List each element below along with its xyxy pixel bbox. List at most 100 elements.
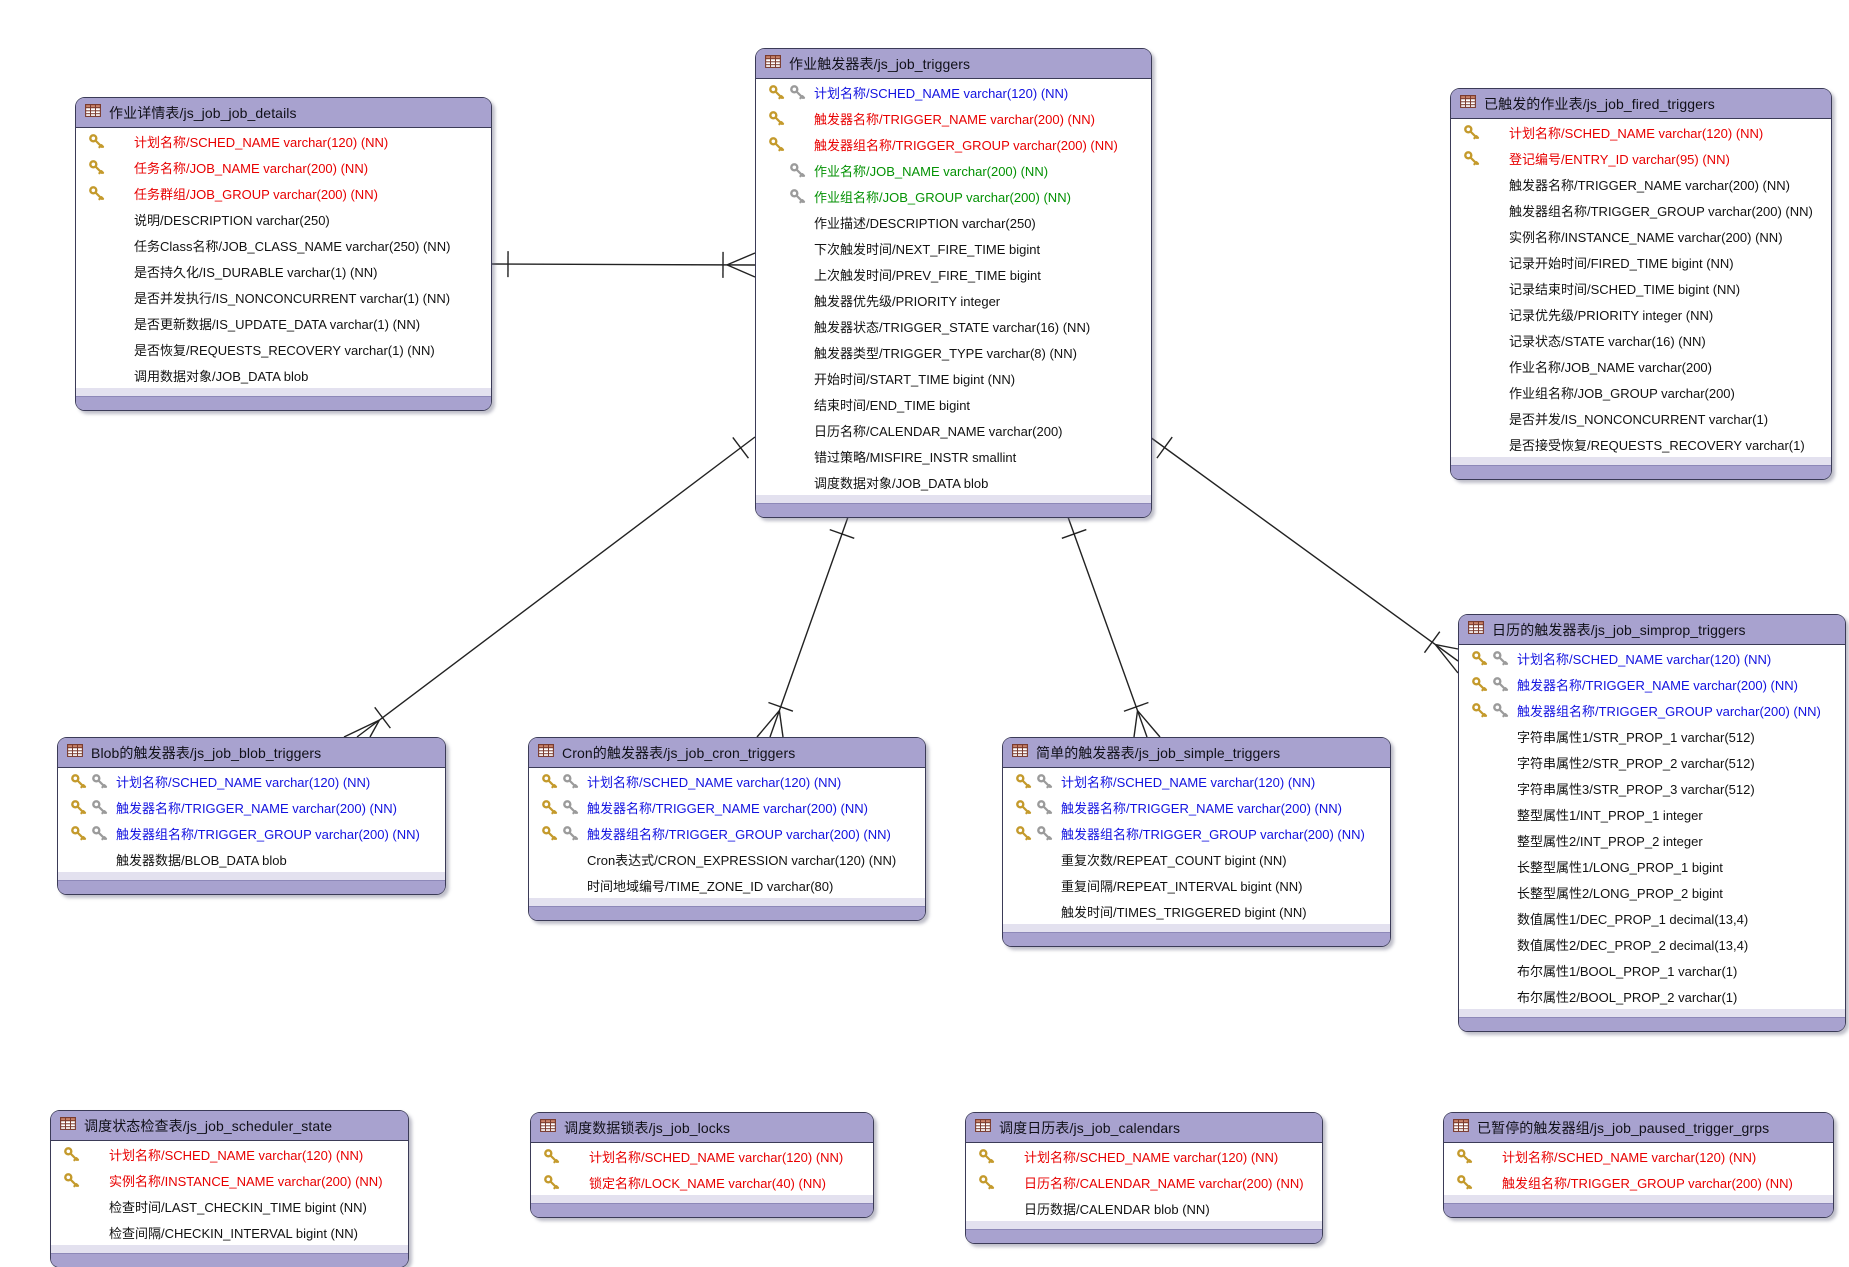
column-row[interactable]: 布尔属性2/BOOL_PROP_2 varchar(1) xyxy=(1459,983,1845,1009)
table-header[interactable]: Blob的触发器表/js_job_blob_triggers xyxy=(58,738,445,768)
column-row[interactable]: 错过策略/MISFIRE_INSTR smallint xyxy=(756,443,1151,469)
column-row[interactable]: 日历数据/CALENDAR blob (NN) xyxy=(966,1195,1322,1221)
column-row[interactable]: 计划名称/SCHED_NAME varchar(120) (NN) xyxy=(58,768,445,794)
column-row[interactable]: 任务Class名称/JOB_CLASS_NAME varchar(250) (N… xyxy=(76,232,491,258)
column-row[interactable]: 触发时间/TIMES_TRIGGERED bigint (NN) xyxy=(1003,898,1390,924)
column-row[interactable]: 长整型属性2/LONG_PROP_2 bigint xyxy=(1459,879,1845,905)
column-row[interactable]: 触发器名称/TRIGGER_NAME varchar(200) (NN) xyxy=(58,794,445,820)
table-header[interactable]: 简单的触发器表/js_job_simple_triggers xyxy=(1003,738,1390,768)
table-header[interactable]: 调度日历表/js_job_calendars xyxy=(966,1113,1322,1143)
column-row[interactable]: 锁定名称/LOCK_NAME varchar(40) (NN) xyxy=(531,1169,873,1195)
column-row[interactable]: 计划名称/SCHED_NAME varchar(120) (NN) xyxy=(529,768,925,794)
column-row[interactable]: 字符串属性3/STR_PROP_3 varchar(512) xyxy=(1459,775,1845,801)
column-row[interactable]: 是否并发执行/IS_NONCONCURRENT varchar(1) (NN) xyxy=(76,284,491,310)
table-node-js_job_fired_triggers[interactable]: 已触发的作业表/js_job_fired_triggers 计划名称/SCHED… xyxy=(1450,88,1832,480)
column-row[interactable]: 重复次数/REPEAT_COUNT bigint (NN) xyxy=(1003,846,1390,872)
column-row[interactable]: 触发器状态/TRIGGER_STATE varchar(16) (NN) xyxy=(756,313,1151,339)
column-row[interactable]: 整型属性1/INT_PROP_1 integer xyxy=(1459,801,1845,827)
column-row[interactable]: 是否更新数据/IS_UPDATE_DATA varchar(1) (NN) xyxy=(76,310,491,336)
column-row[interactable]: 触发器组名称/TRIGGER_GROUP varchar(200) (NN) xyxy=(529,820,925,846)
column-row[interactable]: 作业名称/JOB_NAME varchar(200) (NN) xyxy=(756,157,1151,183)
column-row[interactable]: 任务名称/JOB_NAME varchar(200) (NN) xyxy=(76,154,491,180)
column-row[interactable]: 是否恢复/REQUESTS_RECOVERY varchar(1) (NN) xyxy=(76,336,491,362)
column-row[interactable]: 触发器组名称/TRIGGER_GROUP varchar(200) (NN) xyxy=(1459,697,1845,723)
column-row[interactable]: 记录优先级/PRIORITY integer (NN) xyxy=(1451,301,1831,327)
column-row[interactable]: 计划名称/SCHED_NAME varchar(120) (NN) xyxy=(1444,1143,1833,1169)
column-row[interactable]: 作业组名称/JOB_GROUP varchar(200) xyxy=(1451,379,1831,405)
column-row[interactable]: 记录开始时间/FIRED_TIME bigint (NN) xyxy=(1451,249,1831,275)
column-row[interactable]: 调度数据对象/JOB_DATA blob xyxy=(756,469,1151,495)
column-row[interactable]: 说明/DESCRIPTION varchar(250) xyxy=(76,206,491,232)
column-row[interactable]: 实例名称/INSTANCE_NAME varchar(200) (NN) xyxy=(1451,223,1831,249)
table-header[interactable]: 调度数据锁表/js_job_locks xyxy=(531,1113,873,1143)
table-node-js_job_blob_triggers[interactable]: Blob的触发器表/js_job_blob_triggers 计划名称/SCHE… xyxy=(57,737,446,895)
column-row[interactable]: 触发器组名称/TRIGGER_GROUP varchar(200) (NN) xyxy=(756,131,1151,157)
column-row[interactable]: 计划名称/SCHED_NAME varchar(120) (NN) xyxy=(966,1143,1322,1169)
column-row[interactable]: 是否并发/IS_NONCONCURRENT varchar(1) xyxy=(1451,405,1831,431)
column-row[interactable]: 触发器名称/TRIGGER_NAME varchar(200) (NN) xyxy=(529,794,925,820)
column-row[interactable]: 触发器名称/TRIGGER_NAME varchar(200) (NN) xyxy=(1459,671,1845,697)
column-row[interactable]: Cron表达式/CRON_EXPRESSION varchar(120) (NN… xyxy=(529,846,925,872)
table-header[interactable]: 已触发的作业表/js_job_fired_triggers xyxy=(1451,89,1831,119)
column-row[interactable]: 结束时间/END_TIME bigint xyxy=(756,391,1151,417)
table-node-js_job_cron_triggers[interactable]: Cron的触发器表/js_job_cron_triggers 计划名称/SCHE… xyxy=(528,737,926,921)
column-row[interactable]: 整型属性2/INT_PROP_2 integer xyxy=(1459,827,1845,853)
table-header[interactable]: 调度状态检查表/js_job_scheduler_state xyxy=(51,1111,408,1141)
column-row[interactable]: 上次触发时间/PREV_FIRE_TIME bigint xyxy=(756,261,1151,287)
column-row[interactable]: 检查时间/LAST_CHECKIN_TIME bigint (NN) xyxy=(51,1193,408,1219)
column-row[interactable]: 登记编号/ENTRY_ID varchar(95) (NN) xyxy=(1451,145,1831,171)
column-row[interactable]: 调用数据对象/JOB_DATA blob xyxy=(76,362,491,388)
table-header[interactable]: 日历的触发器表/js_job_simprop_triggers xyxy=(1459,615,1845,645)
column-row[interactable]: 触发器名称/TRIGGER_NAME varchar(200) (NN) xyxy=(756,105,1151,131)
table-node-js_job_simple_triggers[interactable]: 简单的触发器表/js_job_simple_triggers 计划名称/SCHE… xyxy=(1002,737,1391,947)
column-row[interactable]: 触发器名称/TRIGGER_NAME varchar(200) (NN) xyxy=(1003,794,1390,820)
table-node-js_job_triggers[interactable]: 作业触发器表/js_job_triggers 计划名称/SCHED_NAME v… xyxy=(755,48,1152,518)
column-row[interactable]: 作业描述/DESCRIPTION varchar(250) xyxy=(756,209,1151,235)
column-row[interactable]: 实例名称/INSTANCE_NAME varchar(200) (NN) xyxy=(51,1167,408,1193)
column-row[interactable]: 计划名称/SCHED_NAME varchar(120) (NN) xyxy=(76,128,491,154)
column-row[interactable]: 长整型属性1/LONG_PROP_1 bigint xyxy=(1459,853,1845,879)
column-row[interactable]: 计划名称/SCHED_NAME varchar(120) (NN) xyxy=(51,1141,408,1167)
column-row[interactable]: 时间地域编号/TIME_ZONE_ID varchar(80) xyxy=(529,872,925,898)
column-row[interactable]: 触发器名称/TRIGGER_NAME varchar(200) (NN) xyxy=(1451,171,1831,197)
column-row[interactable]: 计划名称/SCHED_NAME varchar(120) (NN) xyxy=(1459,645,1845,671)
column-row[interactable]: 下次触发时间/NEXT_FIRE_TIME bigint xyxy=(756,235,1151,261)
column-row[interactable]: 是否持久化/IS_DURABLE varchar(1) (NN) xyxy=(76,258,491,284)
column-row[interactable]: 记录结束时间/SCHED_TIME bigint (NN) xyxy=(1451,275,1831,301)
column-row[interactable]: 字符串属性1/STR_PROP_1 varchar(512) xyxy=(1459,723,1845,749)
column-row[interactable]: 触发器组名称/TRIGGER_GROUP varchar(200) (NN) xyxy=(1451,197,1831,223)
column-row[interactable]: 触发器类型/TRIGGER_TYPE varchar(8) (NN) xyxy=(756,339,1151,365)
table-header[interactable]: 作业详情表/js_job_job_details xyxy=(76,98,491,128)
column-row[interactable]: 触发器优先级/PRIORITY integer xyxy=(756,287,1151,313)
table-node-js_job_calendars[interactable]: 调度日历表/js_job_calendars 计划名称/SCHED_NAME v… xyxy=(965,1112,1323,1244)
table-header[interactable]: 已暂停的触发器组/js_job_paused_trigger_grps xyxy=(1444,1113,1833,1143)
column-row[interactable]: 检查间隔/CHECKIN_INTERVAL bigint (NN) xyxy=(51,1219,408,1245)
table-node-js_job_scheduler_state[interactable]: 调度状态检查表/js_job_scheduler_state 计划名称/SCHE… xyxy=(50,1110,409,1267)
column-row[interactable]: 开始时间/START_TIME bigint (NN) xyxy=(756,365,1151,391)
column-row[interactable]: 记录状态/STATE varchar(16) (NN) xyxy=(1451,327,1831,353)
table-node-js_job_locks[interactable]: 调度数据锁表/js_job_locks 计划名称/SCHED_NAME varc… xyxy=(530,1112,874,1218)
column-row[interactable]: 日历名称/CALENDAR_NAME varchar(200) xyxy=(756,417,1151,443)
table-header[interactable]: 作业触发器表/js_job_triggers xyxy=(756,49,1151,79)
column-row[interactable]: 触发组名称/TRIGGER_GROUP varchar(200) (NN) xyxy=(1444,1169,1833,1195)
column-row[interactable]: 字符串属性2/STR_PROP_2 varchar(512) xyxy=(1459,749,1845,775)
column-row[interactable]: 任务群组/JOB_GROUP varchar(200) (NN) xyxy=(76,180,491,206)
column-row[interactable]: 计划名称/SCHED_NAME varchar(120) (NN) xyxy=(756,79,1151,105)
column-row[interactable]: 触发器组名称/TRIGGER_GROUP varchar(200) (NN) xyxy=(1003,820,1390,846)
column-row[interactable]: 作业名称/JOB_NAME varchar(200) xyxy=(1451,353,1831,379)
column-row[interactable]: 触发器数据/BLOB_DATA blob xyxy=(58,846,445,872)
column-row[interactable]: 触发器组名称/TRIGGER_GROUP varchar(200) (NN) xyxy=(58,820,445,846)
column-row[interactable]: 是否接受恢复/REQUESTS_RECOVERY varchar(1) xyxy=(1451,431,1831,457)
column-row[interactable]: 作业组名称/JOB_GROUP varchar(200) (NN) xyxy=(756,183,1151,209)
column-row[interactable]: 数值属性2/DEC_PROP_2 decimal(13,4) xyxy=(1459,931,1845,957)
table-node-js_job_job_details[interactable]: 作业详情表/js_job_job_details 计划名称/SCHED_NAME… xyxy=(75,97,492,411)
column-row[interactable]: 日历名称/CALENDAR_NAME varchar(200) (NN) xyxy=(966,1169,1322,1195)
column-row[interactable]: 计划名称/SCHED_NAME varchar(120) (NN) xyxy=(1451,119,1831,145)
column-row[interactable]: 计划名称/SCHED_NAME varchar(120) (NN) xyxy=(1003,768,1390,794)
table-node-js_job_paused_trigger_grps[interactable]: 已暂停的触发器组/js_job_paused_trigger_grps 计划名称… xyxy=(1443,1112,1834,1218)
column-row[interactable]: 计划名称/SCHED_NAME varchar(120) (NN) xyxy=(531,1143,873,1169)
table-header[interactable]: Cron的触发器表/js_job_cron_triggers xyxy=(529,738,925,768)
column-row[interactable]: 数值属性1/DEC_PROP_1 decimal(13,4) xyxy=(1459,905,1845,931)
table-node-js_job_simprop_triggers[interactable]: 日历的触发器表/js_job_simprop_triggers 计划名称/SCH… xyxy=(1458,614,1846,1032)
column-row[interactable]: 布尔属性1/BOOL_PROP_1 varchar(1) xyxy=(1459,957,1845,983)
